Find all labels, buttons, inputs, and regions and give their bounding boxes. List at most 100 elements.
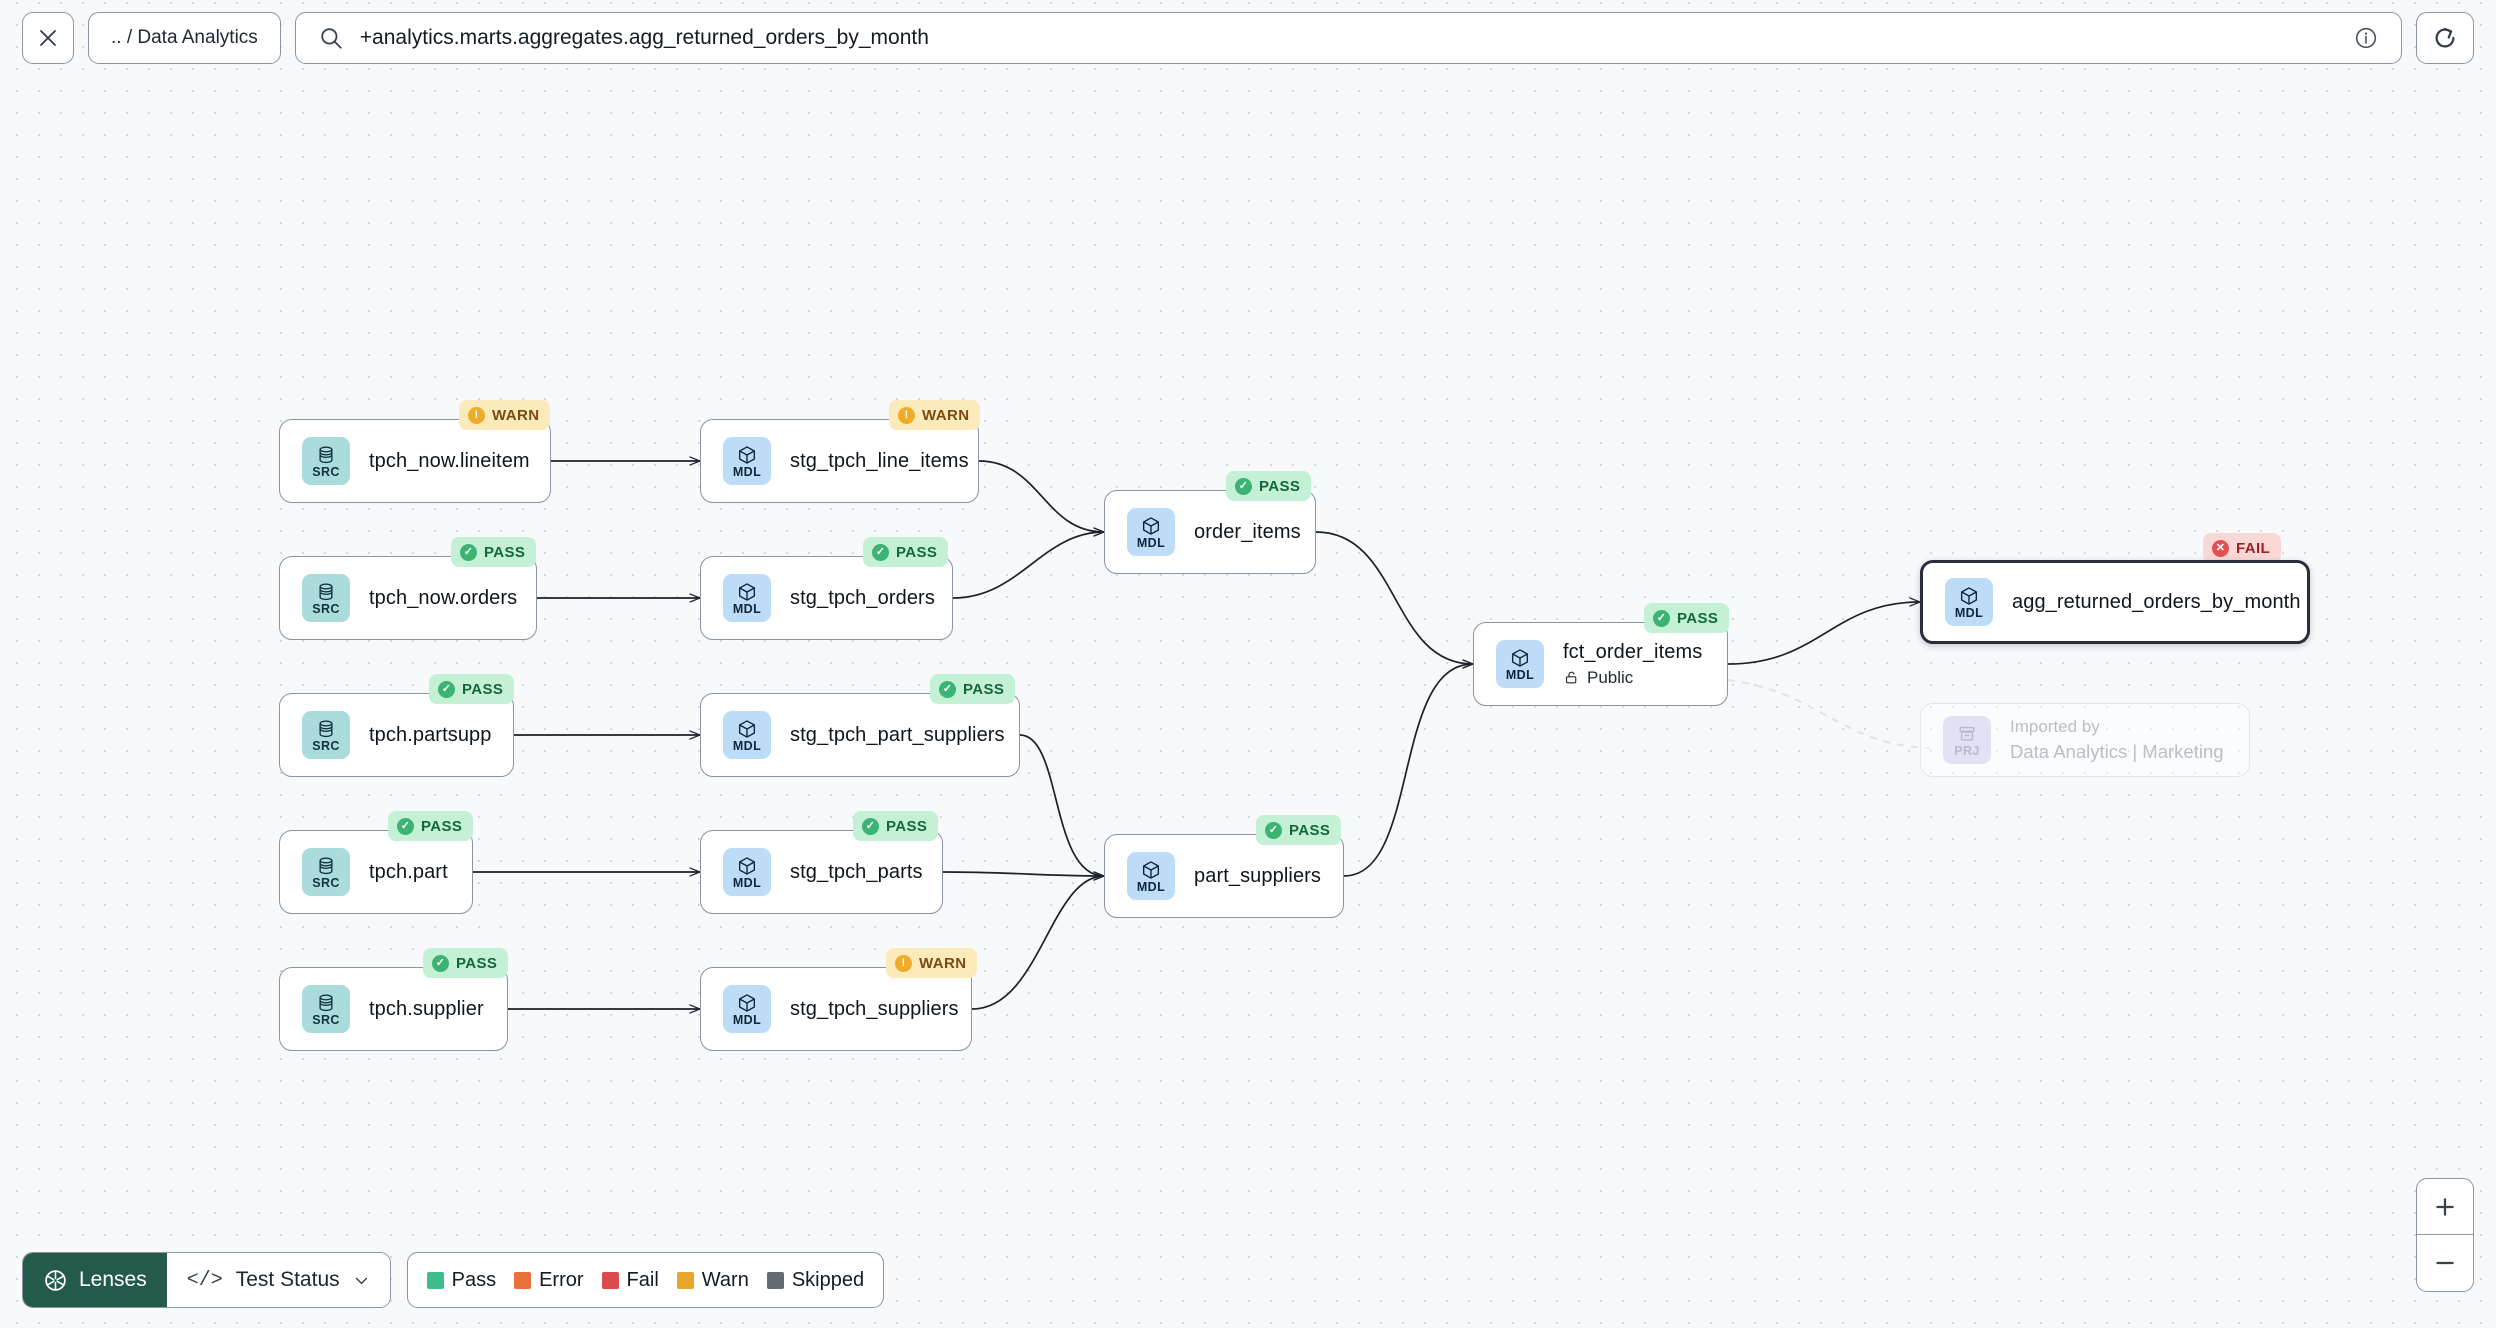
status-icon: ✓ — [432, 954, 449, 972]
search-bar[interactable]: +analytics.marts.aggregates.agg_returned… — [294, 12, 2402, 64]
test-status-label: Test Status — [235, 1268, 340, 1291]
node-title: fct_order_items — [1563, 640, 1703, 663]
status-badge-warn[interactable]: ! WARN — [459, 400, 551, 430]
graph-node-tpch_partsupp[interactable]: SRC tpch.partsupp — [279, 693, 514, 777]
node-subtitle: Public — [1563, 668, 1702, 688]
graph-node-agg_returned_orders[interactable]: MDL agg_returned_orders_by_month — [1920, 560, 2310, 644]
close-icon — [40, 30, 56, 46]
legend-label: Pass — [451, 1268, 497, 1291]
status-label: PASS — [456, 954, 498, 972]
legend-item-fail[interactable]: Fail — [601, 1269, 659, 1292]
node-labels: stg_tpch_line_items — [790, 450, 969, 473]
graph-node-order_items[interactable]: MDL order_items — [1104, 490, 1316, 574]
status-badge-pass[interactable]: ✓ PASS — [1226, 471, 1312, 501]
graph-node-stg_tpch_suppliers[interactable]: MDL stg_tpch_suppliers — [700, 967, 972, 1051]
code-icon: </> — [186, 1268, 223, 1292]
cube-icon — [738, 994, 756, 1012]
status-badge-pass[interactable]: ✓ PASS — [1256, 815, 1342, 845]
node-title: stg_tpch_part_suppliers — [790, 723, 1005, 746]
breadcrumb[interactable]: .. / Data Analytics — [88, 12, 281, 64]
cube-icon — [738, 857, 756, 875]
graph-node-fct_order_items[interactable]: MDL fct_order_items Public — [1473, 622, 1728, 706]
node-type-badge-mdl: MDL — [723, 711, 771, 759]
cube-icon — [1142, 861, 1160, 879]
info-icon[interactable] — [2353, 25, 2379, 51]
node-title: tpch_now.lineitem — [369, 449, 530, 472]
status-label: PASS — [462, 680, 504, 698]
graph-edge — [1727, 602, 1920, 665]
status-label: PASS — [1677, 609, 1719, 627]
status-label: PASS — [886, 817, 928, 835]
test-status-dropdown[interactable]: </> Test Status — [166, 1253, 390, 1307]
ghost-node-caption: Imported by — [2010, 717, 2100, 736]
search-input[interactable]: +analytics.marts.aggregates.agg_returned… — [359, 26, 929, 49]
status-icon: ✓ — [872, 543, 889, 561]
refresh-icon — [2435, 27, 2455, 48]
minus-icon — [2436, 1261, 2454, 1265]
zoom-in-button[interactable] — [2417, 1179, 2473, 1235]
graph-edge — [1315, 531, 1473, 664]
ghost-edge — [1727, 679, 1931, 749]
node-title: stg_tpch_line_items — [790, 449, 969, 472]
database-icon — [319, 720, 333, 738]
graph-node-part_suppliers[interactable]: MDL part_suppliers — [1104, 834, 1344, 918]
status-icon: ✓ — [1265, 821, 1282, 839]
node-type-badge-src: SRC — [302, 574, 350, 622]
lenses-button[interactable]: Lenses — [23, 1253, 167, 1307]
database-icon — [319, 994, 333, 1012]
plus-icon — [2436, 1197, 2454, 1216]
legend-item-pass[interactable]: Pass — [426, 1268, 497, 1292]
status-label: PASS — [963, 680, 1005, 698]
status-badge-pass[interactable]: ✓ PASS — [853, 811, 939, 841]
cube-icon — [738, 720, 756, 738]
graph-node-tpch_supplier[interactable]: SRC tpch.supplier — [279, 967, 508, 1051]
node-type-badge-src: SRC — [302, 711, 350, 759]
legend-item-error[interactable]: Error — [514, 1269, 584, 1292]
status-badge-warn[interactable]: ! WARN — [886, 948, 978, 978]
graph-node-stg_tpch_line_items[interactable]: MDL stg_tpch_line_items — [700, 419, 979, 503]
refresh-button[interactable] — [2416, 12, 2474, 64]
legend-item-warn[interactable]: Warn — [676, 1269, 749, 1292]
cube-icon — [738, 446, 756, 464]
status-badge-fail[interactable]: ✕ FAIL — [2203, 533, 2282, 563]
zoom-out-button[interactable] — [2417, 1235, 2473, 1291]
status-badge-pass[interactable]: ✓ PASS — [863, 537, 949, 567]
status-icon: ✓ — [862, 817, 879, 835]
graph-node-tpch_now_lineitem[interactable]: SRC tpch_now.lineitem — [279, 419, 551, 503]
legend-item-skipped[interactable]: Skipped — [766, 1269, 864, 1292]
status-icon: ✕ — [2212, 539, 2229, 557]
graph-node-stg_tpch_orders[interactable]: MDL stg_tpch_orders — [700, 556, 953, 640]
status-badge-pass[interactable]: ✓ PASS — [388, 811, 474, 841]
cube-icon — [738, 583, 756, 601]
graph-node-tpch_now_orders[interactable]: SRC tpch_now.orders — [279, 556, 537, 640]
node-labels: order_items — [1194, 521, 1301, 544]
status-icon: ✓ — [460, 543, 477, 561]
status-badge-pass[interactable]: ✓ PASS — [423, 948, 509, 978]
cube-icon — [1511, 649, 1529, 667]
cube-icon — [1960, 587, 1978, 605]
status-badge-pass[interactable]: ✓ PASS — [930, 674, 1016, 704]
node-title: tpch.part — [369, 860, 448, 883]
status-badge-warn[interactable]: ! WARN — [889, 400, 981, 430]
status-badge-pass[interactable]: ✓ PASS — [429, 674, 515, 704]
node-labels: part_suppliers — [1194, 865, 1321, 888]
node-title: order_items — [1194, 520, 1301, 543]
node-labels: tpch_now.lineitem — [369, 450, 530, 473]
graph-node-stg_tpch_part_supp[interactable]: MDL stg_tpch_part_suppliers — [700, 693, 1020, 777]
database-icon — [319, 446, 333, 464]
lenses-label: Lenses — [79, 1268, 147, 1291]
node-labels: stg_tpch_part_suppliers — [790, 724, 1005, 747]
node-type-badge-mdl: MDL — [1127, 508, 1175, 556]
node-labels: stg_tpch_parts — [790, 861, 923, 884]
status-icon: ! — [895, 954, 912, 972]
graph-node-stg_tpch_parts[interactable]: MDL stg_tpch_parts — [700, 830, 943, 914]
close-button[interactable] — [22, 12, 74, 64]
node-labels: tpch.partsupp — [369, 724, 492, 747]
node-labels: stg_tpch_orders — [790, 587, 935, 610]
status-badge-pass[interactable]: ✓ PASS — [451, 537, 537, 567]
legend-swatch — [676, 1271, 694, 1289]
status-badge-pass[interactable]: ✓ PASS — [1644, 603, 1730, 633]
graph-node-imported_by_project[interactable]: PRJ Imported by Data Analytics | Marketi… — [1920, 703, 2250, 777]
graph-node-tpch_part[interactable]: SRC tpch.part — [279, 830, 473, 914]
